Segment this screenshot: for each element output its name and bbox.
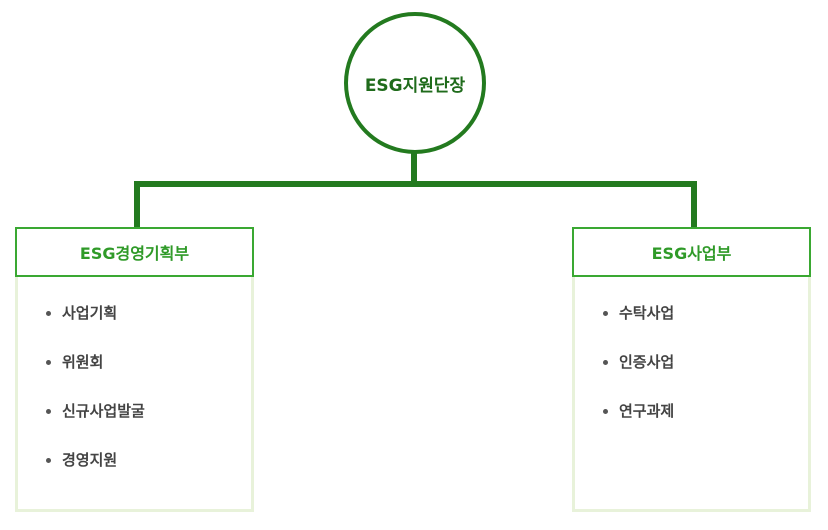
list-item: 신규사업발굴 <box>46 399 251 448</box>
list-item: 사업기획 <box>46 301 251 350</box>
connector-horizontal <box>134 181 697 187</box>
list-item: 수탁사업 <box>603 301 808 350</box>
list-item: 인증사업 <box>603 350 808 399</box>
root-node: ESG지원단장 <box>344 12 486 154</box>
connector-right-drop <box>691 181 697 228</box>
list-item: 경영지원 <box>46 448 251 497</box>
connector-left-drop <box>134 181 140 228</box>
dept-header-business: ESG사업부 <box>572 227 811 277</box>
root-label: ESG지원단장 <box>364 75 466 96</box>
dept-panel-business: 수탁사업 인증사업 연구과제 <box>572 277 811 512</box>
dept-item-list: 사업기획 위원회 신규사업발굴 경영지원 <box>18 277 251 497</box>
list-item: 연구과제 <box>603 399 808 448</box>
dept-header-planning: ESG경영기획부 <box>15 227 254 277</box>
connector-root-stem <box>411 150 417 186</box>
list-item: 위원회 <box>46 350 251 399</box>
dept-item-list: 수탁사업 인증사업 연구과제 <box>575 277 808 448</box>
dept-panel-planning: 사업기획 위원회 신규사업발굴 경영지원 <box>15 277 254 512</box>
